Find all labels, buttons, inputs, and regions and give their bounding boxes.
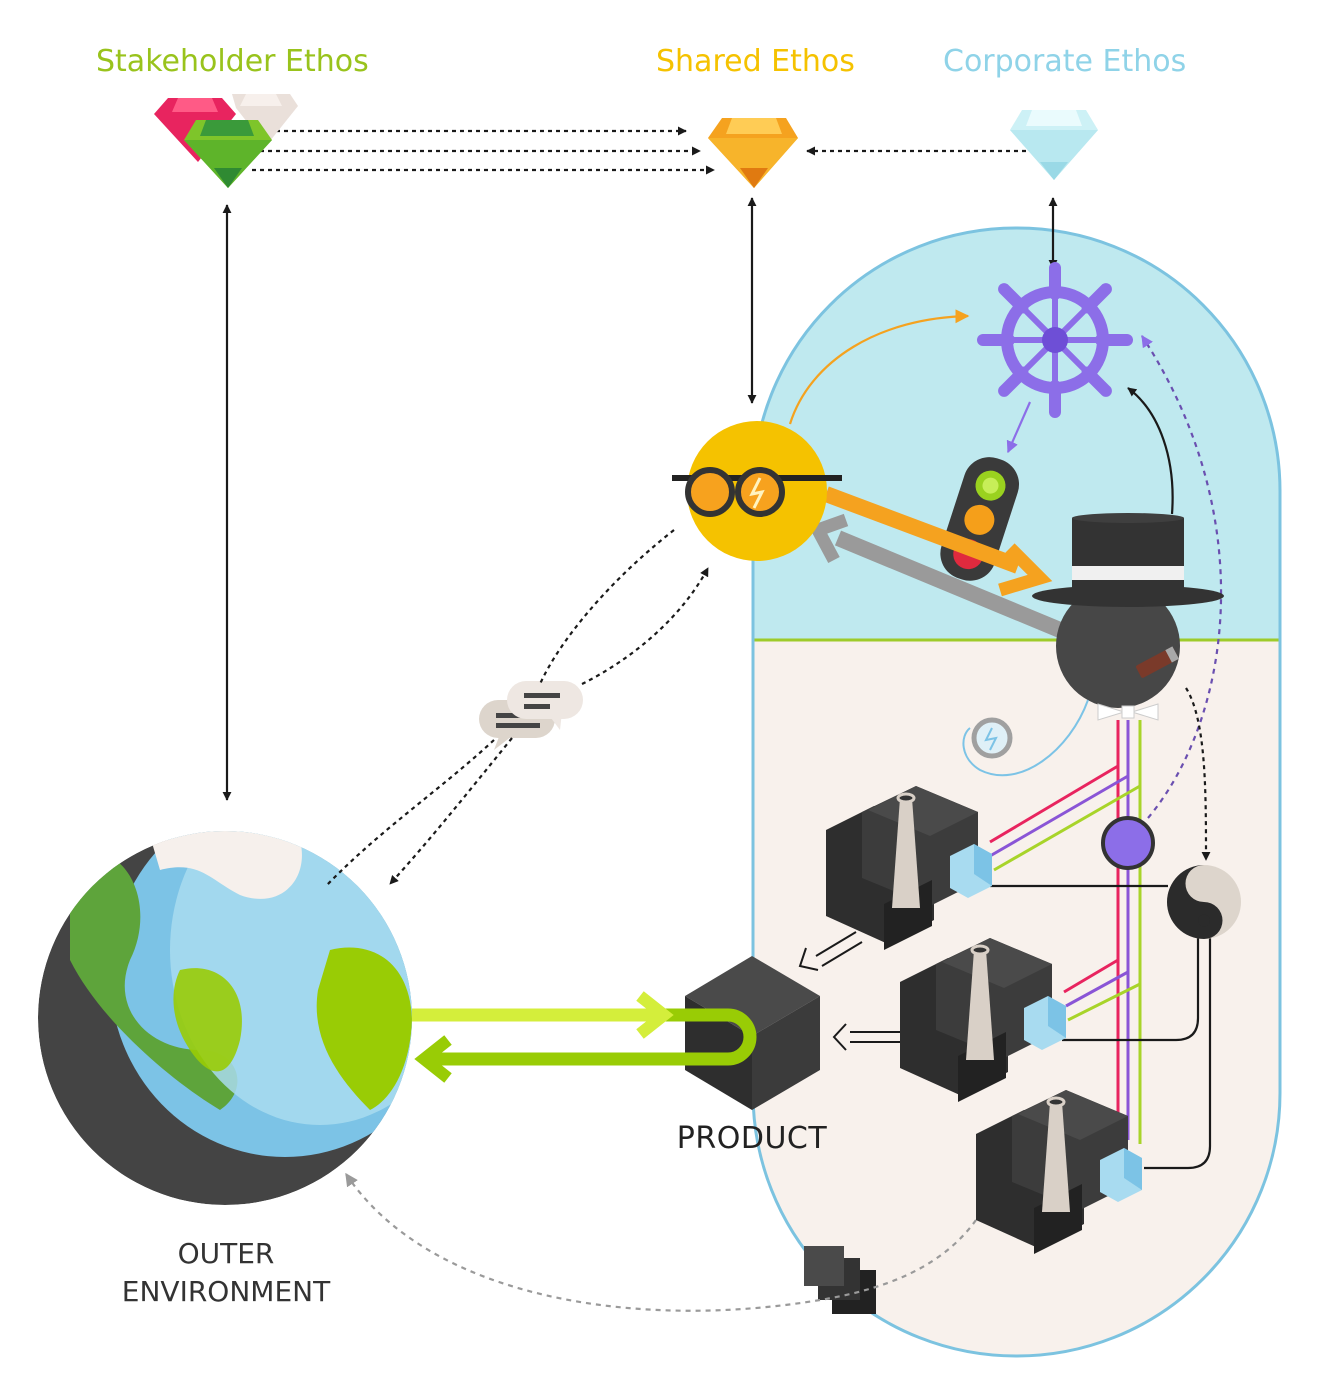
factory-icon (976, 1090, 1142, 1254)
monocle-icon (962, 699, 1089, 777)
shared-ethos-label: Shared Ethos (656, 44, 855, 79)
product-exchange-arrows (412, 991, 757, 1083)
globe-icon (38, 831, 412, 1205)
waste-blocks-icon (804, 1246, 876, 1314)
waste-to-environment-dashed (345, 1172, 977, 1312)
factory-output-arrows (798, 931, 900, 1051)
factory-icon (826, 786, 992, 950)
ship-wheel-icon (977, 262, 1133, 418)
gem-cluster-icon (154, 94, 298, 188)
stakeholder-ethos-label: Stakeholder Ethos (96, 44, 369, 79)
orange-gem-icon (708, 118, 798, 188)
filter-to-helm-dashed (1141, 334, 1223, 819)
communication-dashed (325, 529, 709, 887)
outer-environment-label-line2: ENVIRONMENT (121, 1275, 331, 1308)
boss-to-helm-arrow (1127, 387, 1174, 515)
factory-icon (900, 938, 1066, 1102)
yin-yang-icon (1167, 865, 1241, 939)
gem-connectors (222, 126, 1058, 801)
boss-to-balance-dashed (1185, 687, 1211, 861)
outer-environment-label-line1: OUTER (177, 1237, 275, 1270)
product-label: PRODUCT (676, 1121, 828, 1156)
vision-to-helm-arrow (788, 309, 970, 425)
control-wires (989, 720, 1142, 1144)
top-hat-boss-icon (1032, 513, 1224, 721)
sun-with-glasses-icon (672, 421, 842, 561)
filter-node-icon (1101, 816, 1155, 870)
vision-boss-arrows (808, 486, 1064, 638)
corporate-ethos-label: Corporate Ethos (943, 44, 1187, 79)
balance-wires (990, 884, 1212, 1170)
speech-bubbles-icon (479, 681, 583, 750)
helm-to-signal-arrow (1006, 401, 1032, 454)
diamond-icon (1010, 110, 1098, 180)
